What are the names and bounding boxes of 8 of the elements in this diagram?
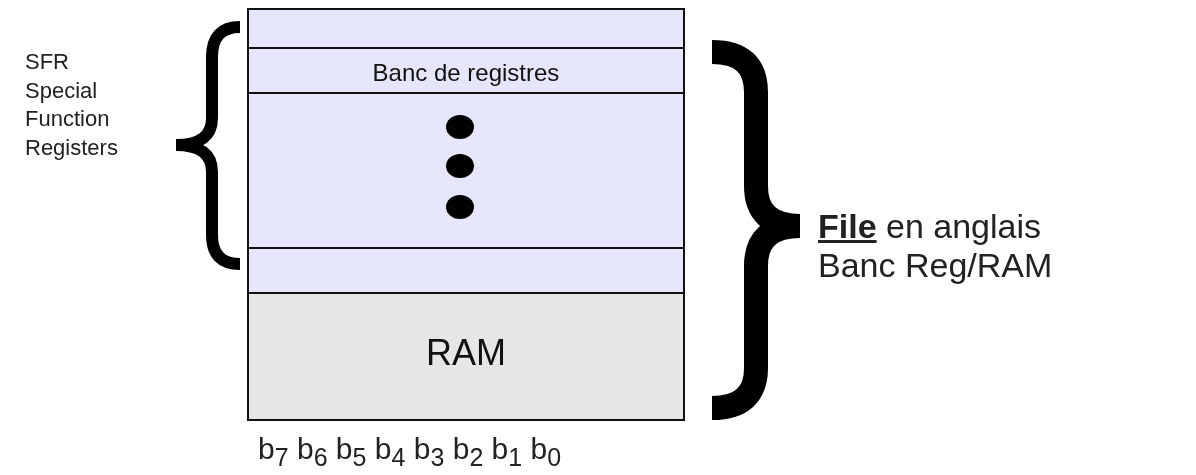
row-label: Banc de registres	[371, 61, 561, 85]
side-note: File en anglais	[818, 208, 1042, 246]
memory-block	[247, 8, 685, 421]
ram-section	[249, 294, 683, 419]
side-note: SFR Special Function Registers	[25, 48, 119, 162]
section-label: RAM	[425, 332, 507, 374]
side-note: Banc Reg/RAM	[818, 247, 1053, 285]
bit-labels: b$_{7}$ b$_{6}$ b$_{5}$ b$_{4}$ b$_{3}$ b$_{2}$ b$_{1}$ b$_{0}$	[258, 432, 562, 472]
